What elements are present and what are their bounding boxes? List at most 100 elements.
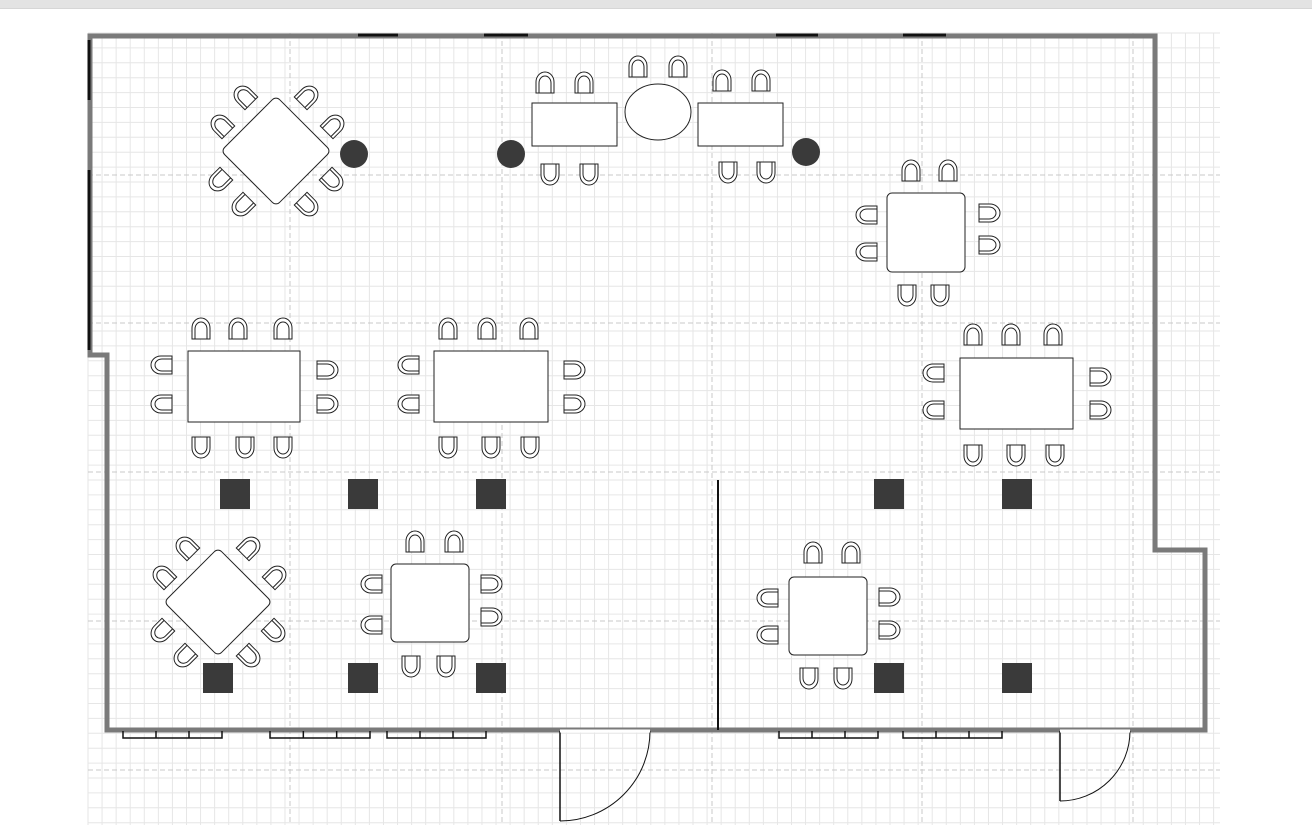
chair[interactable] [191, 317, 211, 340]
column [220, 479, 250, 509]
chair[interactable] [901, 159, 921, 182]
chair[interactable] [316, 394, 339, 414]
chair[interactable] [191, 436, 211, 459]
chair[interactable] [273, 436, 293, 459]
chair[interactable] [481, 436, 501, 459]
chair[interactable] [273, 317, 293, 340]
door[interactable] [559, 729, 651, 822]
chair[interactable] [438, 436, 458, 459]
window-frame [269, 731, 371, 739]
chair[interactable] [360, 615, 383, 635]
chair[interactable] [519, 317, 539, 340]
column [1002, 663, 1032, 693]
chair[interactable] [978, 203, 1001, 223]
column [348, 663, 378, 693]
chair[interactable] [563, 394, 586, 414]
chair[interactable] [228, 317, 248, 340]
chair[interactable] [477, 317, 497, 340]
table[interactable] [697, 102, 784, 147]
diamond-table[interactable] [164, 548, 272, 656]
chair[interactable] [261, 561, 291, 591]
chair[interactable] [718, 161, 738, 184]
chair[interactable] [444, 530, 464, 553]
table[interactable] [390, 563, 470, 643]
chair[interactable] [751, 69, 771, 92]
chair[interactable] [171, 532, 201, 562]
table[interactable] [433, 350, 549, 423]
column [874, 663, 904, 693]
chair[interactable] [438, 317, 458, 340]
chair[interactable] [1089, 367, 1112, 387]
chair[interactable] [712, 69, 732, 92]
chair[interactable] [397, 355, 420, 375]
column [874, 479, 904, 509]
chair[interactable] [756, 625, 779, 645]
chair[interactable] [841, 541, 861, 564]
round-post [340, 140, 368, 168]
diamond-table[interactable] [221, 96, 331, 206]
chair[interactable] [436, 655, 456, 678]
chair[interactable] [535, 71, 555, 94]
window-frame [902, 731, 1003, 739]
chair[interactable] [897, 284, 917, 307]
chair[interactable] [756, 588, 779, 608]
chair[interactable] [878, 620, 901, 640]
table[interactable] [531, 102, 618, 147]
chair[interactable] [938, 159, 958, 182]
door[interactable] [1059, 729, 1131, 802]
chair[interactable] [319, 110, 349, 140]
chair[interactable] [316, 360, 339, 380]
chair[interactable] [146, 617, 176, 647]
chair[interactable] [803, 541, 823, 564]
table[interactable] [788, 576, 868, 656]
chair[interactable] [978, 235, 1001, 255]
chair[interactable] [668, 55, 688, 78]
chair[interactable] [318, 166, 348, 196]
window-frame [778, 731, 879, 739]
chair[interactable] [833, 667, 853, 690]
chair[interactable] [293, 81, 323, 111]
window-frame [122, 731, 223, 739]
chair[interactable] [229, 81, 259, 111]
chair[interactable] [235, 436, 255, 459]
chair[interactable] [574, 71, 594, 94]
chair[interactable] [150, 355, 173, 375]
table[interactable] [886, 192, 966, 273]
chair[interactable] [563, 360, 586, 380]
chair[interactable] [756, 161, 776, 184]
chair[interactable] [922, 363, 945, 383]
chair[interactable] [1045, 444, 1065, 467]
chair[interactable] [397, 394, 420, 414]
bottom-window [778, 731, 879, 739]
chair[interactable] [579, 163, 599, 186]
chair[interactable] [206, 110, 236, 140]
chair[interactable] [150, 394, 173, 414]
chair[interactable] [401, 655, 421, 678]
chair[interactable] [405, 530, 425, 553]
chair[interactable] [540, 163, 560, 186]
chair[interactable] [855, 205, 878, 225]
chair[interactable] [1043, 323, 1063, 346]
chair[interactable] [963, 444, 983, 467]
chair[interactable] [922, 400, 945, 420]
chair[interactable] [1006, 444, 1026, 467]
chair[interactable] [169, 642, 199, 672]
chair[interactable] [628, 55, 648, 78]
table[interactable] [959, 357, 1074, 430]
oval-table[interactable] [624, 83, 692, 141]
table[interactable] [187, 350, 301, 423]
chair[interactable] [963, 323, 983, 346]
chair[interactable] [1089, 400, 1112, 420]
chair[interactable] [480, 607, 503, 627]
chair[interactable] [930, 284, 950, 307]
chair[interactable] [1001, 323, 1021, 346]
chair[interactable] [235, 642, 265, 672]
chair[interactable] [480, 574, 503, 594]
chair[interactable] [855, 242, 878, 262]
chair[interactable] [520, 436, 540, 459]
chair[interactable] [799, 667, 819, 690]
chair[interactable] [360, 574, 383, 594]
chair[interactable] [878, 587, 901, 607]
chair[interactable] [235, 532, 265, 562]
